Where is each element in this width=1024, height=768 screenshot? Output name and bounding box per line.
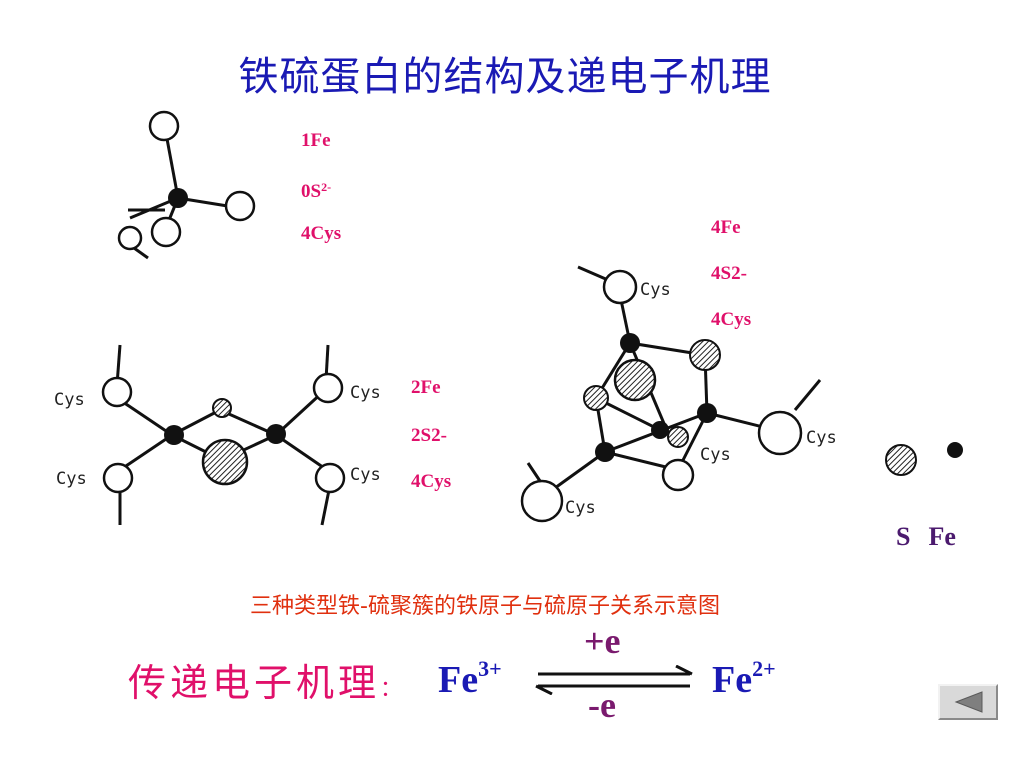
reverse-electron-label: -e	[588, 685, 616, 725]
cluster2-cys-label: 4Cys	[411, 471, 452, 492]
cluster2-fe-label: 2Fe	[411, 377, 441, 398]
cluster4-s-label: 4S2-	[711, 263, 747, 284]
fe2-ion: Fe2+	[712, 656, 776, 701]
cys-label: Cys	[806, 428, 837, 448]
forward-electron-label: +e	[584, 621, 621, 661]
back-button[interactable]	[938, 684, 998, 720]
legend-fe: Fe	[928, 522, 956, 551]
cluster2-s-label: 2S2-	[411, 425, 447, 446]
legend-symbols	[885, 442, 963, 476]
fe3-ion: Fe3+	[438, 656, 502, 701]
cluster-4fe-diagram: Cys Cys Cys Cys	[520, 265, 837, 523]
legend-s: S	[896, 522, 911, 551]
cys-label: Cys	[565, 498, 596, 518]
cys-label: Cys	[700, 445, 731, 465]
cluster4-cys-label: 4Cys	[711, 309, 752, 330]
cluster-1fe-diagram	[117, 110, 256, 260]
left-arrow-icon	[954, 691, 983, 713]
figure-caption: 三种类型铁-硫聚簇的铁原子与硫原子关系示意图	[250, 594, 720, 619]
legend: S Fe	[896, 522, 974, 552]
cys-label: Cys	[350, 383, 381, 403]
cluster1-fe-label: 1Fe	[301, 130, 331, 151]
equilibrium-arrows	[535, 665, 693, 695]
cys-label: Cys	[54, 390, 85, 410]
iron-symbol	[947, 442, 963, 458]
cys-label: Cys	[350, 465, 381, 485]
cluster-2fe-diagram: Cys Cys Cys Cys	[54, 344, 381, 526]
cluster4-fe-label: 4Fe	[711, 217, 741, 238]
cys-label: Cys	[56, 469, 87, 489]
sulfur-symbol	[885, 444, 917, 476]
mechanism-label: 传递电子机理：	[128, 661, 407, 705]
page-title: 铁硫蛋白的结构及递电子机理	[238, 54, 772, 100]
cluster1-s-label: 0S2-	[301, 180, 332, 202]
cys-label: Cys	[640, 280, 671, 300]
cluster1-cys-label: 4Cys	[301, 223, 342, 244]
